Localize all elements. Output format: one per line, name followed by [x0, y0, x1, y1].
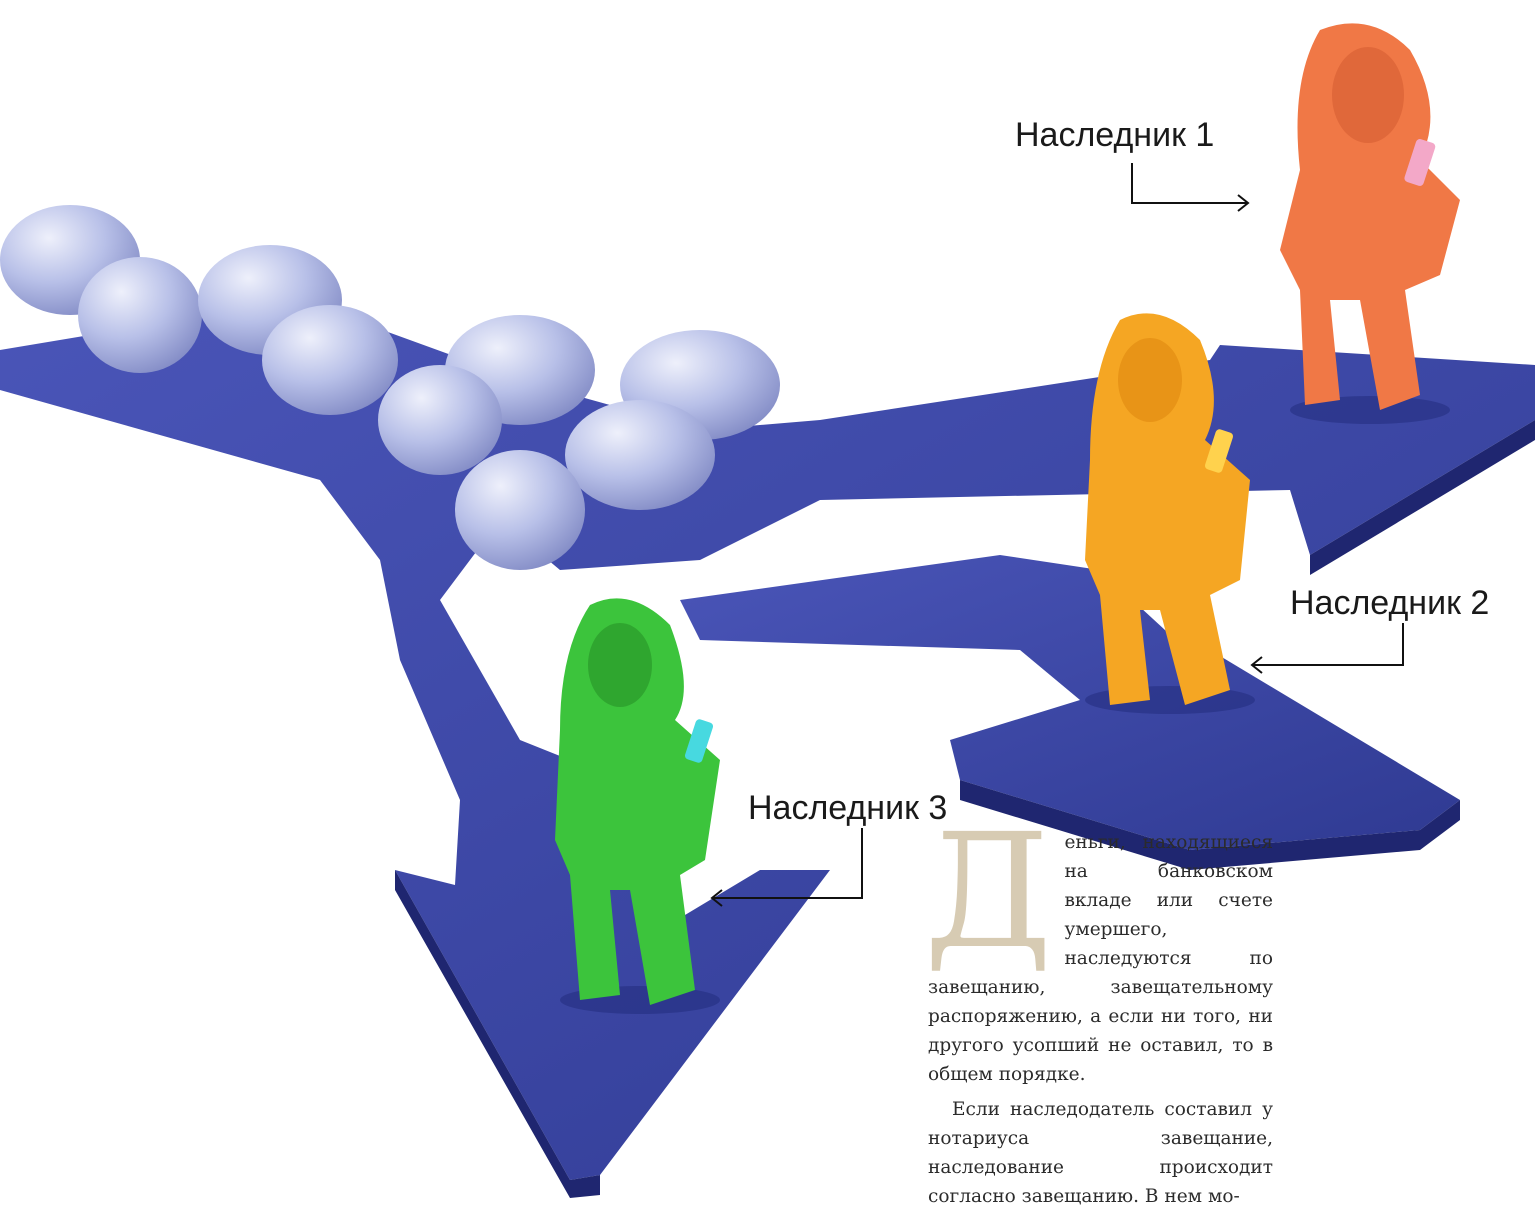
piggy-bank-icon: [455, 450, 585, 570]
callout-lines: [710, 163, 1404, 907]
heir-2-label: Наследник 2: [1290, 584, 1490, 622]
piggy-bank-icon: [78, 257, 202, 373]
heir-3-label: Наследник 3: [748, 789, 948, 827]
drop-cap: Д: [924, 800, 1053, 984]
article-paragraph-2: Если наследодатель составил у нотариуса …: [928, 1099, 1273, 1207]
piggy-bank-icon: [378, 365, 502, 475]
piggy-bank-icon: [262, 305, 398, 415]
piggy-bank-icon: [565, 400, 715, 510]
heir-1-figure: [1280, 23, 1460, 424]
branching-arrow-icon: [0, 300, 1535, 1198]
heir-3-figure: [555, 598, 720, 1014]
heir-1-label: Наследник 1: [1015, 116, 1215, 154]
article-paragraph-1: еньги, находящиеся на банковском вкладе …: [928, 832, 1273, 1085]
article-text: Д еньги, находящиеся на банковском вклад…: [924, 813, 1273, 1211]
piggy-banks: [0, 205, 780, 570]
heir-2-figure: [1085, 313, 1255, 714]
